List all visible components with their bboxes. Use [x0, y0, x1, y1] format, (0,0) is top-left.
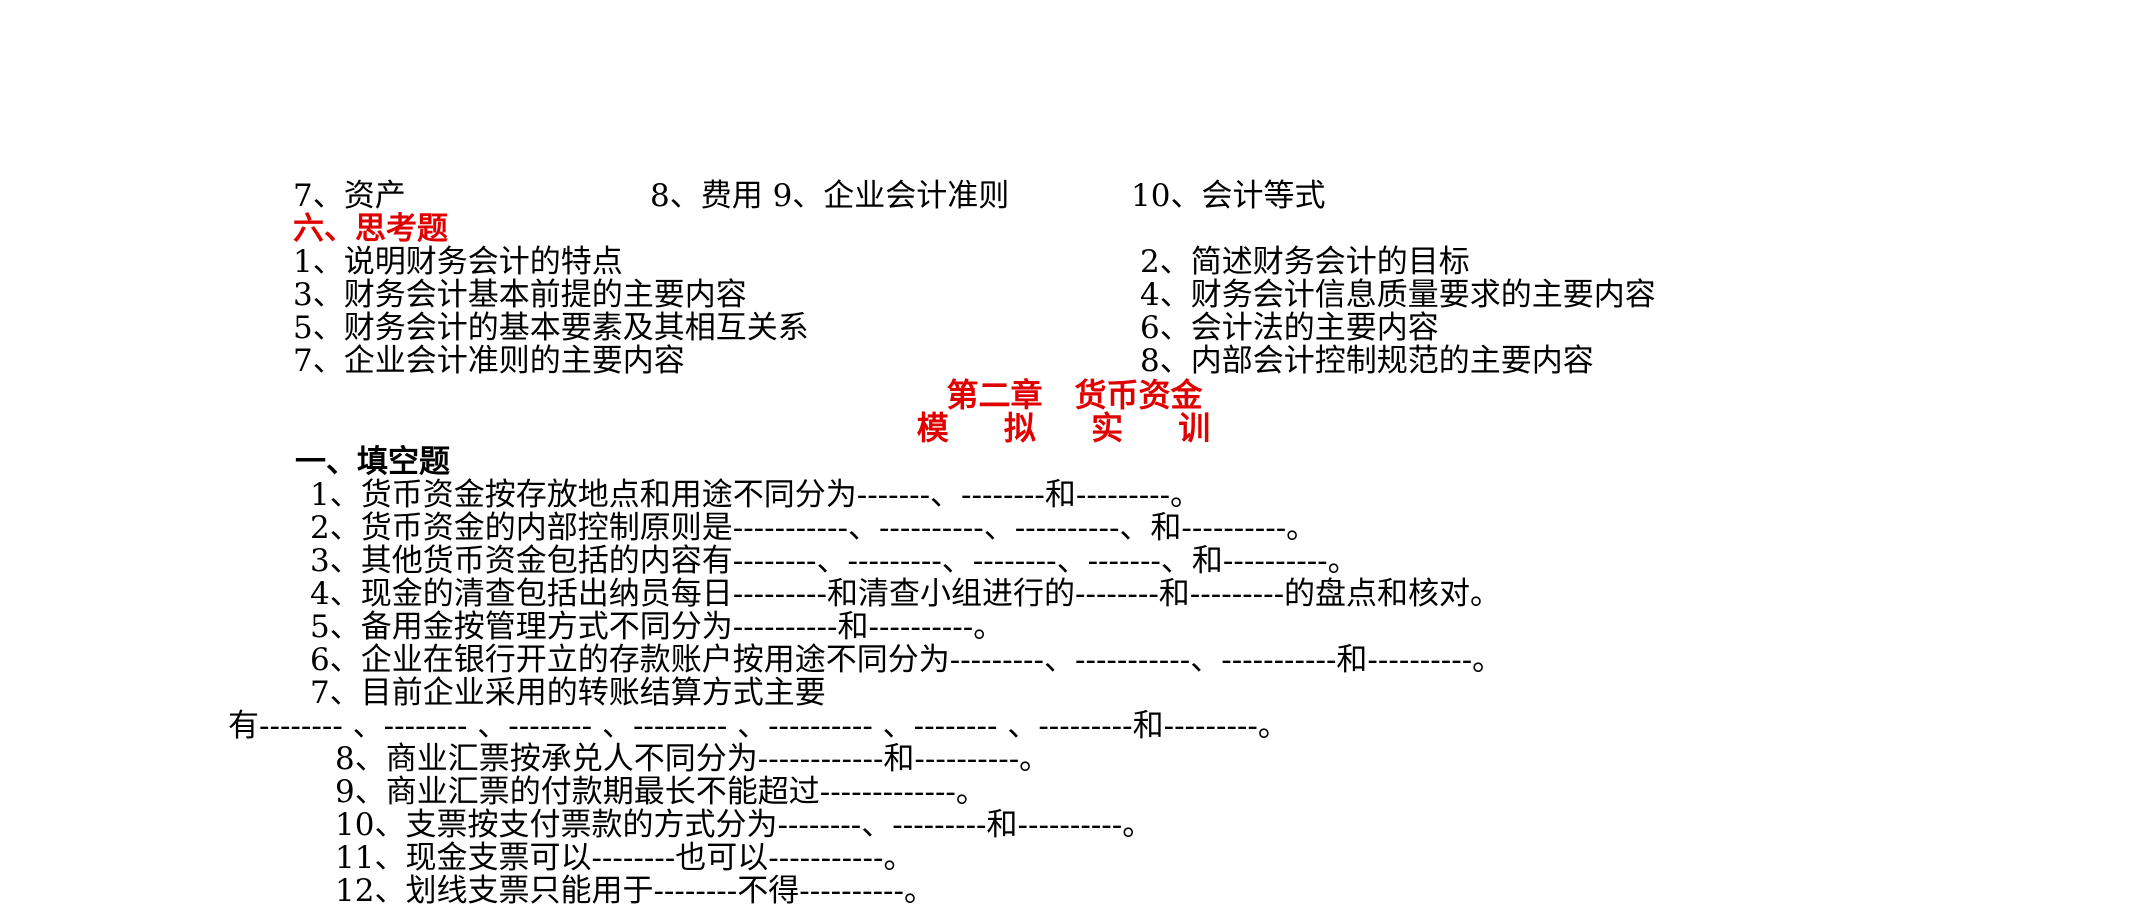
question-item: 7、企业会计准则的主要内容 — [293, 343, 685, 379]
blank-item: 12、划线支票只能用于--------不得----------。 — [335, 873, 935, 909]
section-heading-fill-in-blanks: 一、填空题 — [295, 444, 450, 480]
term-item-10: 10、会计等式 — [1131, 178, 1326, 214]
chapter-title: 第二章 货币资金 — [946, 376, 1203, 414]
term-item-7: 7、资产 — [293, 178, 406, 214]
question-item: 5、财务会计的基本要素及其相互关系 — [293, 310, 809, 346]
blank-item: 11、现金支票可以--------也可以-----------。 — [335, 840, 915, 876]
blank-item: 2、货币资金的内部控制原则是-----------、----------、---… — [310, 510, 1318, 546]
question-item: 2、简述财务会计的目标 — [1140, 244, 1470, 280]
blank-item-continuation: 有-------- 、-------- 、-------- 、---------… — [228, 708, 1289, 744]
blank-item: 4、现金的清查包括出纳员每日---------和清查小组进行的--------和… — [310, 576, 1502, 612]
blank-item: 1、货币资金按存放地点和用途不同分为-------、--------和-----… — [310, 477, 1202, 513]
question-item: 4、财务会计信息质量要求的主要内容 — [1140, 277, 1656, 313]
section-heading-thinking-questions: 六、思考题 — [293, 211, 448, 247]
question-item: 8、内部会计控制规范的主要内容 — [1140, 343, 1594, 379]
blank-item: 5、备用金按管理方式不同分为----------和----------。 — [310, 609, 1005, 645]
chapter-subtitle: 模 拟 实 训 — [916, 409, 1233, 447]
blank-item: 6、企业在银行开立的存款账户按用途不同分为---------、---------… — [310, 642, 1504, 678]
term-item-8-9: 8、费用 9、企业会计准则 — [650, 178, 1010, 214]
blank-item: 3、其他货币资金包括的内容有--------、---------、-------… — [310, 543, 1359, 579]
blank-item: 10、支票按支付票款的方式分为--------、---------和------… — [335, 807, 1154, 843]
blank-item: 9、商业汇票的付款期最长不能超过-------------。 — [335, 774, 987, 810]
question-item: 3、财务会计基本前提的主要内容 — [293, 277, 747, 313]
blank-item: 8、商业汇票按承兑人不同分为------------和----------。 — [335, 741, 1051, 777]
question-item: 1、说明财务会计的特点 — [293, 244, 623, 280]
blank-item: 7、目前企业采用的转账结算方式主要 — [310, 675, 826, 711]
question-item: 6、会计法的主要内容 — [1140, 310, 1439, 346]
